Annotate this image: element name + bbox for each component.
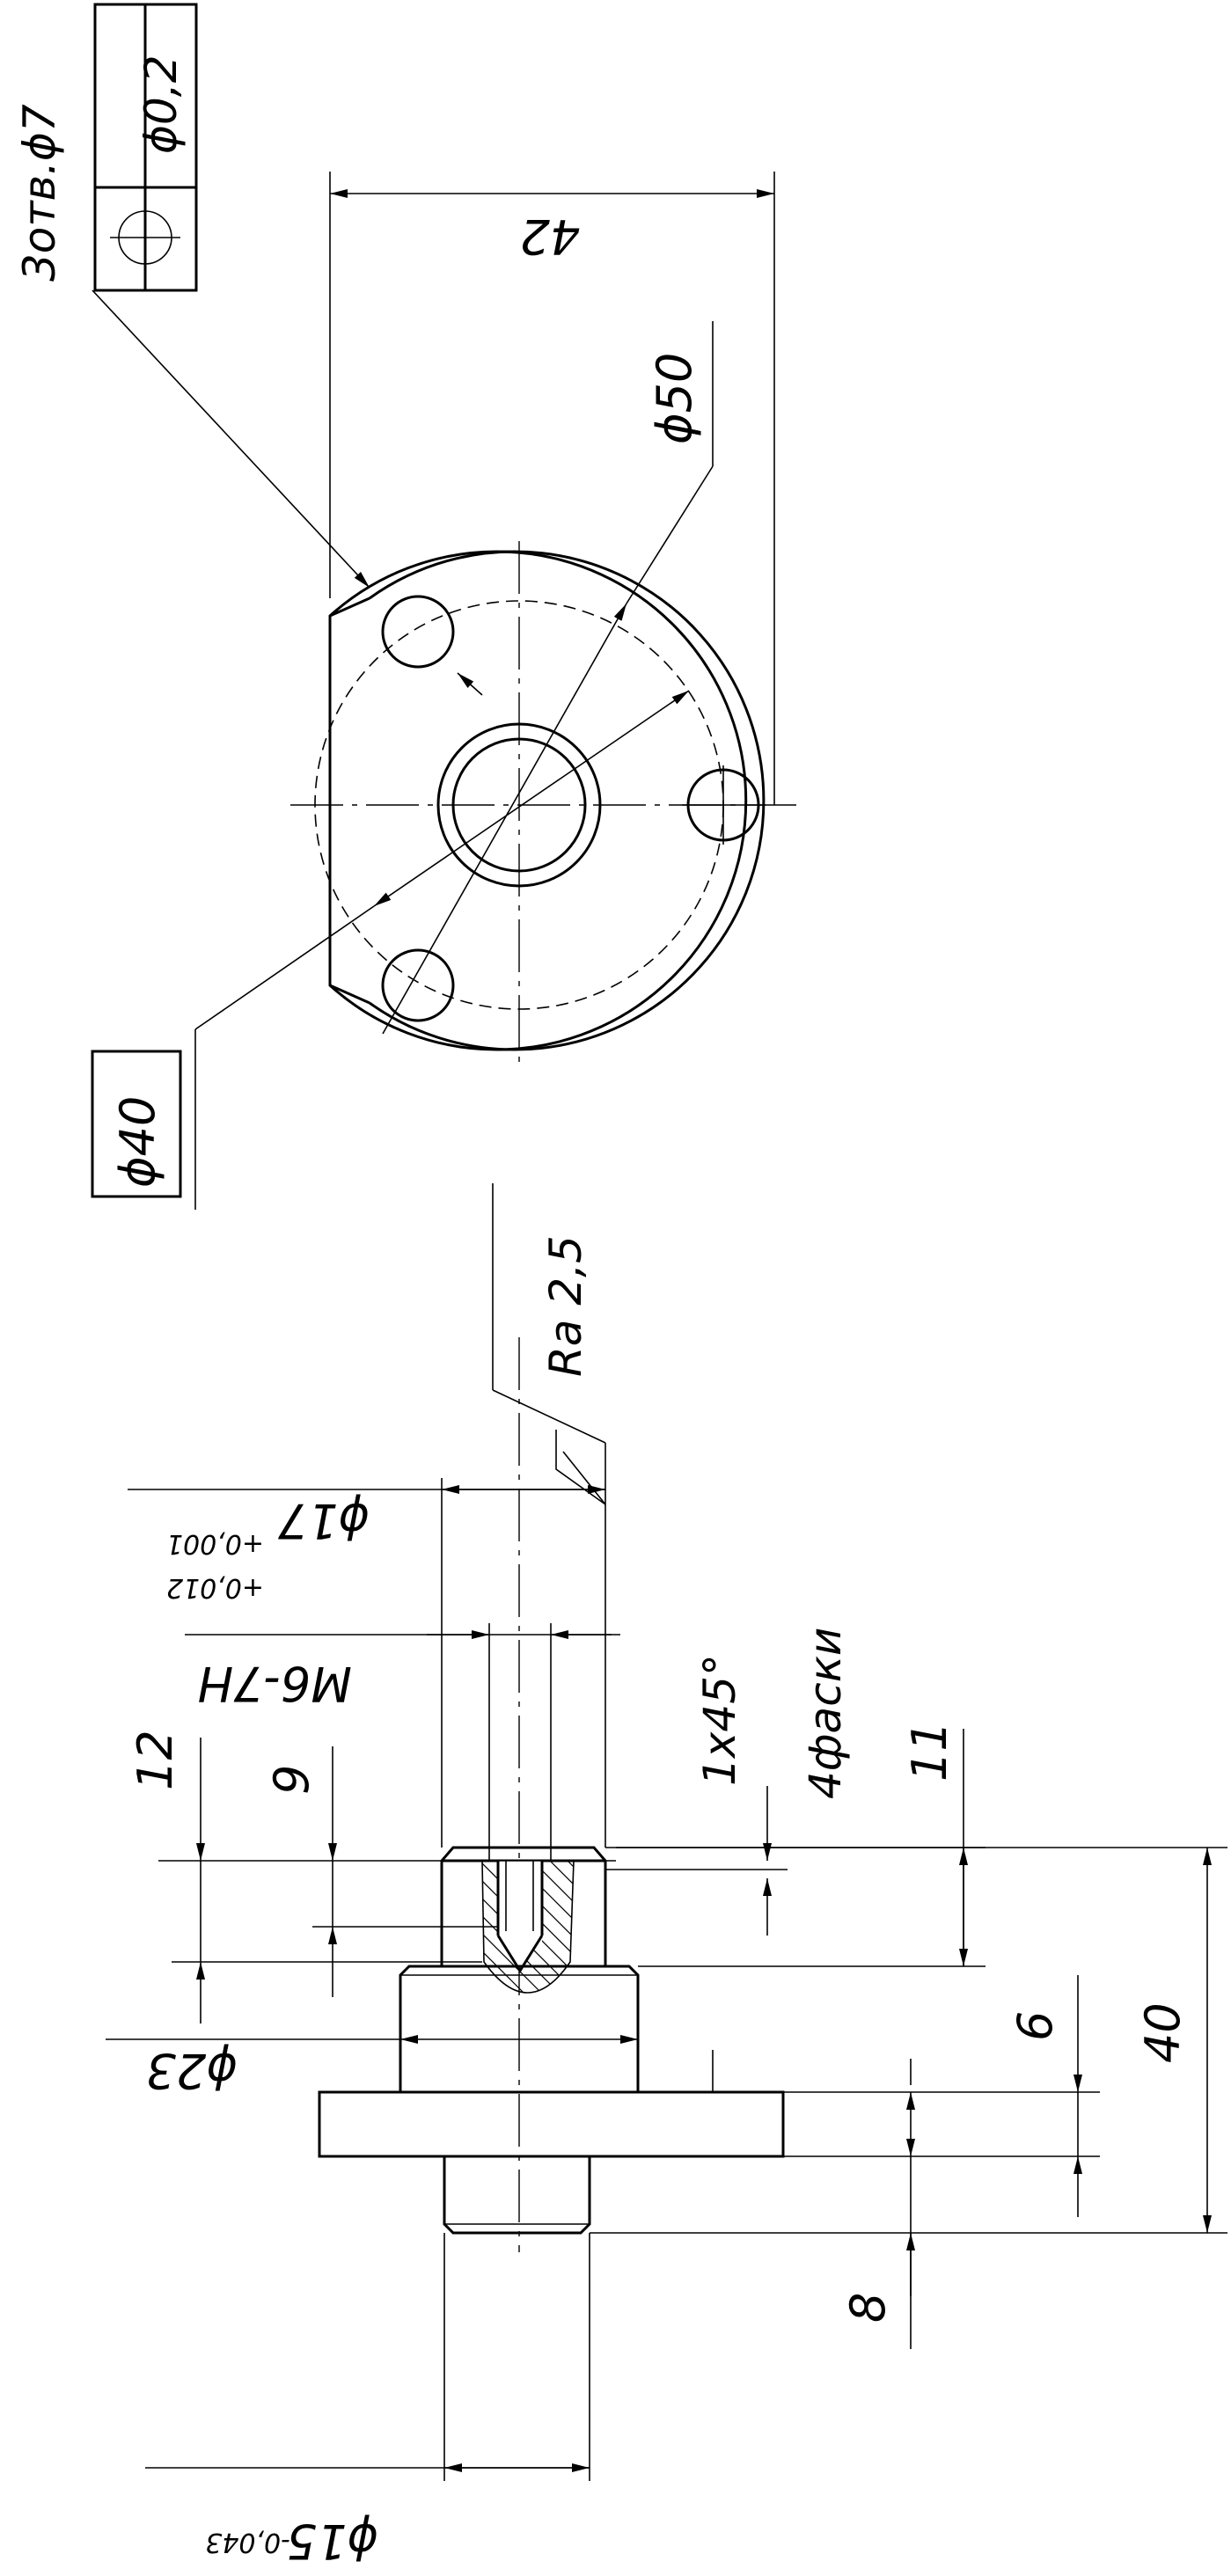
dim-11-label: 11 [902, 1721, 957, 1782]
dim-8-label: 8 [840, 2293, 896, 2323]
dim-15-tol: -0,043 [205, 2527, 290, 2558]
dim-40-box [91, 1050, 182, 1198]
dim-12-label: 12 [128, 1730, 183, 1790]
dim-9-label: 9 [264, 1765, 319, 1795]
top-view: 42 ϕ50 ϕ40 3отв.ϕ7 ϕ0,2 [14, 3, 796, 1210]
dim-15-label: ϕ15 [287, 2514, 378, 2569]
bolt-hole-1 [381, 595, 455, 669]
dim-42-label: 42 [520, 209, 581, 264]
hole-note-leader [92, 289, 370, 589]
roughness-label: Ra 2,5 [540, 1235, 591, 1377]
position-tolerance-frame: ϕ0,2 [93, 3, 198, 292]
dim-17-tol-lower: +0,001 [166, 1528, 264, 1559]
bolt-hole-3 [381, 948, 455, 1022]
bottom-shank [443, 2156, 591, 2235]
side-view: Ra 2,5 ϕ17 +0,012 +0,001 M6-7H 12 9 [106, 1183, 1227, 2569]
dim-40-line [373, 690, 690, 907]
dim-23-label: ϕ23 [146, 2043, 238, 2098]
dim-6-label: 6 [1008, 2011, 1063, 2041]
flange-contour [328, 550, 748, 1051]
roughness-symbol: Ra 2,5 [492, 1183, 606, 1505]
dim-40-overall-label: 40 [1135, 2002, 1191, 2063]
dim-50-label: ϕ50 [647, 353, 702, 444]
flange-arc [369, 550, 766, 1051]
dim-40-label: ϕ40 [110, 1096, 165, 1188]
threaded-hole-section [481, 1860, 575, 1994]
dim-17-tol-upper: +0,012 [166, 1572, 264, 1603]
position-tolerance-value: ϕ0,2 [136, 55, 187, 155]
chamfer-note: 4фаски [800, 1628, 851, 1799]
dim-17-label: ϕ17 [278, 1493, 370, 1548]
chamfer-label: 1x45° [694, 1654, 745, 1786]
flange-side [318, 2090, 785, 2158]
hole-note: 3отв.ϕ7 [14, 104, 65, 282]
thread-label: M6-7H [198, 1656, 352, 1711]
